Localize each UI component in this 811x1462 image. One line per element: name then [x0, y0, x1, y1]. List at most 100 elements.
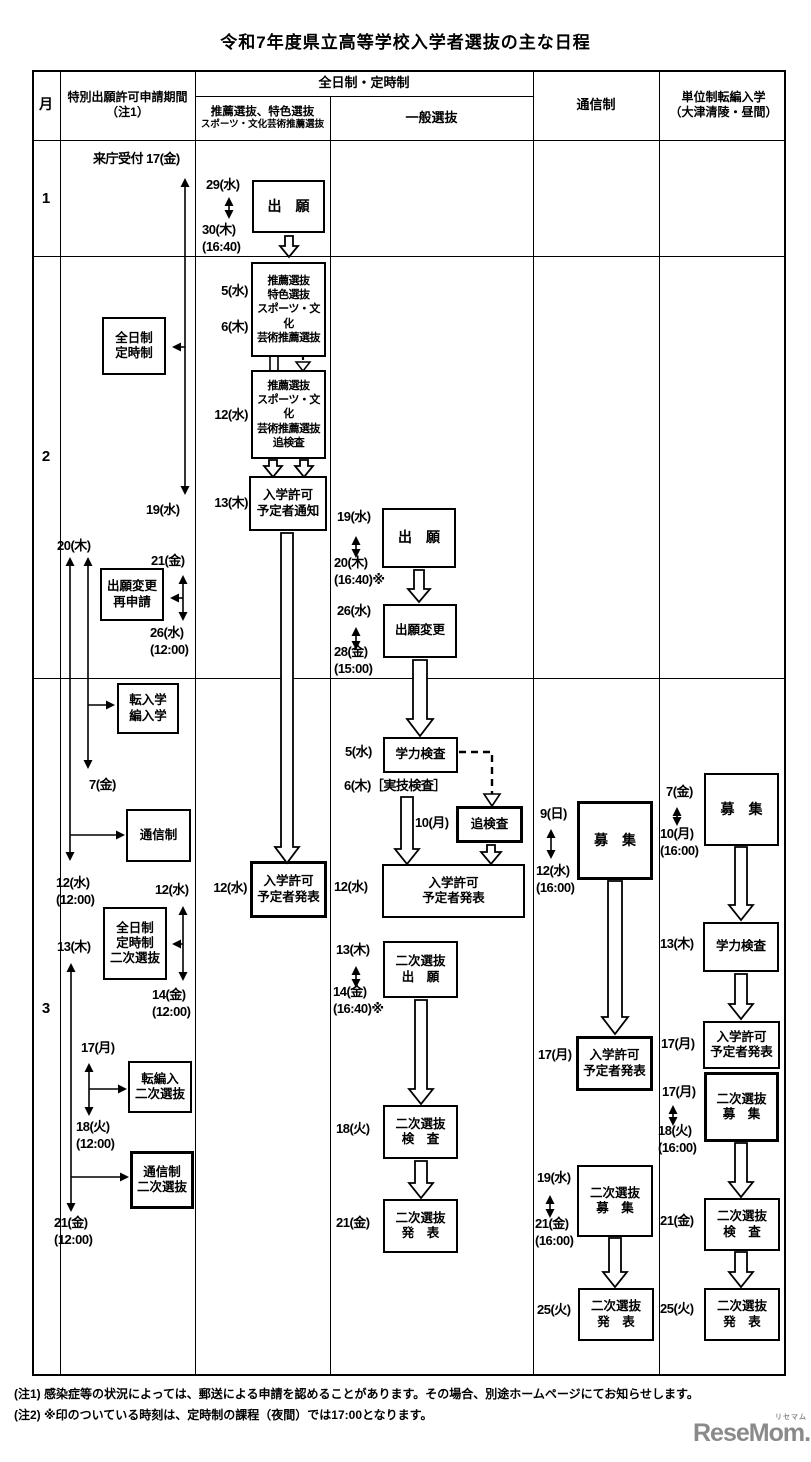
date-label: 6(木) [221, 319, 248, 334]
resemom-logo: ReseMom. リセマム [693, 1414, 811, 1448]
date-label: 26(水) [337, 603, 371, 618]
date-label: 21(金) (16:00) [535, 1216, 574, 1248]
date-label: 14(金) (12:00) [152, 987, 191, 1019]
date-label: 19(水) [537, 1170, 571, 1185]
box-admission-announcement: 入学許可 予定者発表 [703, 1021, 780, 1069]
date-label: 30(木) (16:40) [202, 222, 241, 254]
date-label: 14(金) (16:40)※ [333, 984, 384, 1016]
box-recruitment: 募 集 [577, 801, 653, 880]
date-label: 29(水) [206, 177, 240, 192]
box-second-selection-exam: 二次選抜 検 査 [704, 1198, 780, 1251]
date-label: 13(木) [660, 936, 694, 951]
date-label: 25(火) [537, 1302, 571, 1317]
date-label: 12(水) [214, 407, 248, 422]
date-label: 5(水) [345, 744, 372, 759]
date-label: 10(月) [415, 815, 449, 830]
box-transfer-admission: 転入学 編入学 [117, 683, 179, 734]
box-correspondence: 通信制 [126, 809, 191, 862]
grid-line [330, 96, 331, 1376]
date-label: 21(金) [151, 553, 185, 568]
date-label-reception: 来庁受付 17(金) [93, 151, 180, 166]
box-transfer-second-selection: 転編入 二次選抜 [128, 1061, 192, 1113]
date-label: 25(火) [660, 1301, 694, 1316]
box-recruitment: 募 集 [704, 773, 779, 846]
date-label: 17(月) [662, 1084, 696, 1099]
date-label: 12(水) [334, 879, 368, 894]
date-label: 19(水) [337, 509, 371, 524]
header-recommend-selection: 推薦選抜、特色選抜 スポーツ・文化芸術推薦選抜 [195, 96, 330, 140]
box-second-selection-announcement: 二次選抜 発 表 [704, 1288, 780, 1341]
header-correspondence: 通信制 [576, 96, 616, 112]
month-label-january: 1 [41, 190, 51, 207]
date-label: 26(水) (12:00) [150, 625, 189, 657]
date-label: 17(月) [81, 1040, 115, 1055]
date-label: 13(木) [214, 495, 248, 510]
date-label: 10(月) (16:00) [660, 826, 699, 858]
date-label: 12(水) [213, 880, 247, 895]
header-general-selection: 一般選抜 [405, 109, 458, 125]
header-recommend-line1: 推薦選抜、特色選抜 [210, 105, 315, 118]
header-unit-transfer: 単位制転編入学 （大津清陵・昼間） [669, 90, 778, 119]
date-label: 12(水) [155, 882, 189, 897]
box-academic-exam: 学力検査 [703, 922, 779, 972]
date-label: 20(木) [57, 538, 91, 553]
grid-line [659, 70, 660, 1376]
grid-line [533, 70, 534, 1376]
date-label: 7(金) [666, 784, 693, 799]
date-label: 21(金) [660, 1213, 694, 1228]
box-recommend-makeup-exam: 推薦選抜 スポーツ・文化 芸術推薦選抜 追検査 [251, 370, 326, 459]
date-label: 28(金) (15:00) [334, 644, 373, 676]
date-label: 5(水) [221, 283, 248, 298]
resemom-logo-ruby: リセマム [775, 1414, 808, 1421]
month-label-february: 2 [41, 448, 51, 465]
grid-line [32, 256, 786, 257]
box-makeup-exam: 追検査 [456, 806, 523, 843]
date-label: 12(水) (16:00) [536, 863, 575, 895]
footnote-2: (注2) ※印のついている時刻は、定時制の課程（夜間）では17:00となります。 [14, 1408, 433, 1422]
grid-line [195, 70, 196, 1376]
grid-line [32, 140, 786, 141]
header-month: 月 [39, 96, 53, 113]
date-label: 7(金) [89, 777, 116, 792]
date-label: 21(金) [336, 1215, 370, 1230]
box-second-selection-announcement: 二次選抜 発 表 [383, 1199, 458, 1253]
date-label: 18(火) (16:00) [658, 1123, 697, 1155]
header-special-period: 特別出願許可申請期間 （注1） [67, 90, 188, 119]
box-application-change: 出願変更 [383, 604, 457, 658]
box-admission-notice: 入学許可 予定者通知 [249, 476, 327, 531]
box-application: 出 願 [382, 508, 456, 568]
box-fulltime-parttime: 全日制 定時制 [102, 317, 166, 375]
date-label: 19(水) [146, 502, 180, 517]
date-label: 13(木) [57, 939, 91, 954]
grid-line [195, 96, 533, 97]
date-label: 9(日) [540, 806, 567, 821]
date-label-practical-exam: 6(木)［実技検査］ [344, 778, 446, 793]
box-application: 出 願 [252, 180, 325, 233]
date-label: 13(木) [336, 942, 370, 957]
page-title: 令和7年度県立高等学校入学者選抜の主な日程 [220, 33, 591, 52]
box-recommend-selection-exam: 推薦選抜 特色選抜 スポーツ・文化 芸術推薦選抜 [251, 262, 326, 357]
grid-line [60, 70, 61, 1376]
date-label: 17(月) [661, 1036, 695, 1051]
resemom-logo-text: ReseMom. [693, 1419, 811, 1447]
box-admission-announcement: 入学許可 予定者発表 [576, 1036, 653, 1091]
box-fulltime-second-selection: 全日制 定時制 二次選抜 [103, 907, 167, 980]
box-second-selection-application: 二次選抜 出 願 [383, 941, 458, 998]
footnote-1: (注1) 感染症等の状況によっては、郵送による申請を認めることがあります。その場… [14, 1387, 699, 1401]
box-second-selection-recruitment: 二次選抜 募 集 [704, 1072, 779, 1142]
grid-line [32, 678, 786, 679]
box-second-selection-announcement: 二次選抜 発 表 [578, 1288, 654, 1341]
box-academic-exam: 学力検査 [383, 737, 458, 773]
box-second-selection-recruitment: 二次選抜 募 集 [577, 1165, 653, 1237]
date-label: 18(火) (12:00) [76, 1119, 115, 1151]
date-label: 21(金) (12:00) [54, 1215, 93, 1247]
date-label: 20(木) (16:40)※ [334, 555, 385, 587]
box-admission-announcement: 入学許可 予定者発表 [250, 861, 327, 918]
box-admission-announcement: 入学許可 予定者発表 [382, 864, 525, 918]
header-fulltime-parttime: 全日制・定時制 [318, 74, 410, 90]
date-label: 18(火) [336, 1121, 370, 1136]
box-correspondence-second-selection: 通信制 二次選抜 [130, 1151, 194, 1209]
header-recommend-line2: スポーツ・文化芸術推薦選抜 [200, 119, 325, 131]
date-label: 17(月) [538, 1047, 572, 1062]
